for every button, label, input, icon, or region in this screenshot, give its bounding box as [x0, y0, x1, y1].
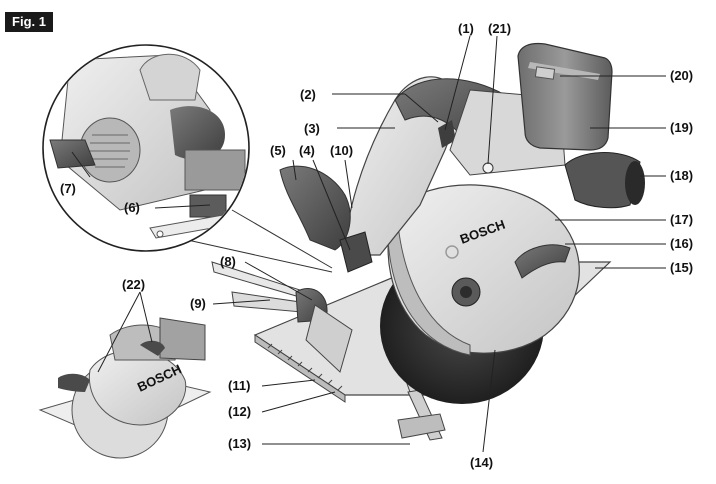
- auxiliary-handle: [279, 165, 351, 251]
- scale-marks: [267, 343, 343, 391]
- dust-outlet: [564, 152, 641, 209]
- callout-16: (16): [670, 236, 693, 251]
- callout-labels: (1) (21) (2) (3) (5) (4) (10) (7) (6) (8…: [60, 21, 693, 470]
- callout-9: (9): [190, 296, 206, 311]
- blade-guard: [387, 184, 580, 354]
- callout-6: (6): [124, 200, 140, 215]
- inset-connector-line: [231, 209, 333, 269]
- inset-connector-line: [182, 238, 333, 273]
- callout-1: (1): [458, 21, 474, 36]
- callout-12: (12): [228, 404, 251, 419]
- callout-14: (14): [470, 455, 493, 470]
- callout-18: (18): [670, 168, 693, 183]
- callout-10: (10): [330, 143, 353, 158]
- callout-13: (13): [228, 436, 251, 451]
- callout-8: (8): [220, 254, 236, 269]
- callout-20: (20): [670, 68, 693, 83]
- leader-lines: [71, 35, 666, 453]
- callout-21: (21): [488, 21, 511, 36]
- callout-17: (17): [670, 212, 693, 227]
- callout-3: (3): [304, 121, 320, 136]
- callout-11: (11): [228, 378, 250, 393]
- callout-4: (4): [299, 143, 315, 158]
- detail-inset: [42, 44, 333, 273]
- callout-19: (19): [670, 120, 693, 135]
- main-saw: BOSCH: [211, 42, 645, 441]
- small-saw: BOSCH: [38, 317, 212, 459]
- callout-22: (22): [122, 277, 145, 292]
- callout-15: (15): [670, 260, 693, 275]
- callout-7: (7): [60, 181, 76, 196]
- battery: [517, 42, 613, 151]
- callout-5: (5): [270, 143, 286, 158]
- figure-tag: Fig. 1: [5, 12, 53, 32]
- callout-2: (2): [300, 87, 316, 102]
